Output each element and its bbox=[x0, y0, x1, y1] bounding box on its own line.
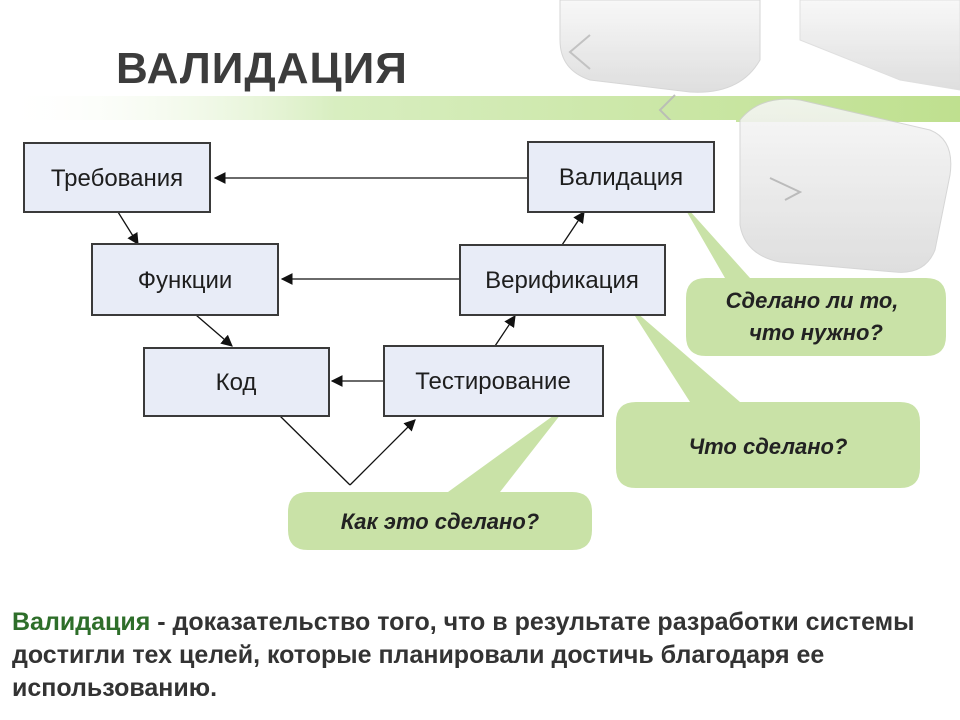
node-code: Код bbox=[143, 347, 330, 417]
line-code-to-junction bbox=[279, 415, 351, 486]
arrow-functions-to-code bbox=[195, 314, 233, 347]
page-title: ВАЛИДАЦИЯ bbox=[116, 44, 408, 93]
arrow-requirements-to-functions bbox=[117, 211, 139, 245]
node-functions-label: Функции bbox=[138, 267, 233, 294]
node-verification-label: Верификация bbox=[485, 267, 639, 294]
definition-caption: Валидация - доказательство того, что в р… bbox=[12, 606, 952, 705]
node-testing-label: Тестирование bbox=[415, 368, 571, 395]
arrow-testing-to-verification bbox=[494, 315, 516, 347]
caption-term: Валидация bbox=[12, 608, 151, 636]
node-code-label: Код bbox=[216, 369, 257, 396]
node-validation-label: Валидация bbox=[559, 164, 683, 191]
node-requirements: Требования bbox=[23, 142, 211, 213]
node-verification: Верификация bbox=[459, 244, 666, 316]
callout-validation-line2: что нужно? bbox=[749, 320, 883, 345]
callout-validation-line1: Сделано ли то, bbox=[726, 288, 899, 313]
callout-validation: Сделано ли то, что нужно? bbox=[680, 200, 946, 356]
arrow-junction-to-testing bbox=[349, 419, 416, 486]
arrow-verification-to-validation bbox=[561, 211, 585, 246]
caption-separator: - bbox=[150, 608, 173, 636]
callout-verification-text: Что сделано? bbox=[689, 434, 848, 459]
callout-testing: Как это сделано? bbox=[288, 405, 592, 550]
node-functions: Функции bbox=[91, 243, 279, 316]
caption-definition: доказательство того, что в результате ра… bbox=[12, 608, 915, 702]
callout-testing-text: Как это сделано? bbox=[341, 509, 539, 534]
callout-verification: Что сделано? bbox=[616, 305, 920, 488]
node-requirements-label: Требования bbox=[51, 165, 183, 192]
connectors bbox=[117, 172, 585, 486]
node-testing: Тестирование bbox=[383, 345, 604, 417]
node-validation: Валидация bbox=[527, 141, 715, 213]
